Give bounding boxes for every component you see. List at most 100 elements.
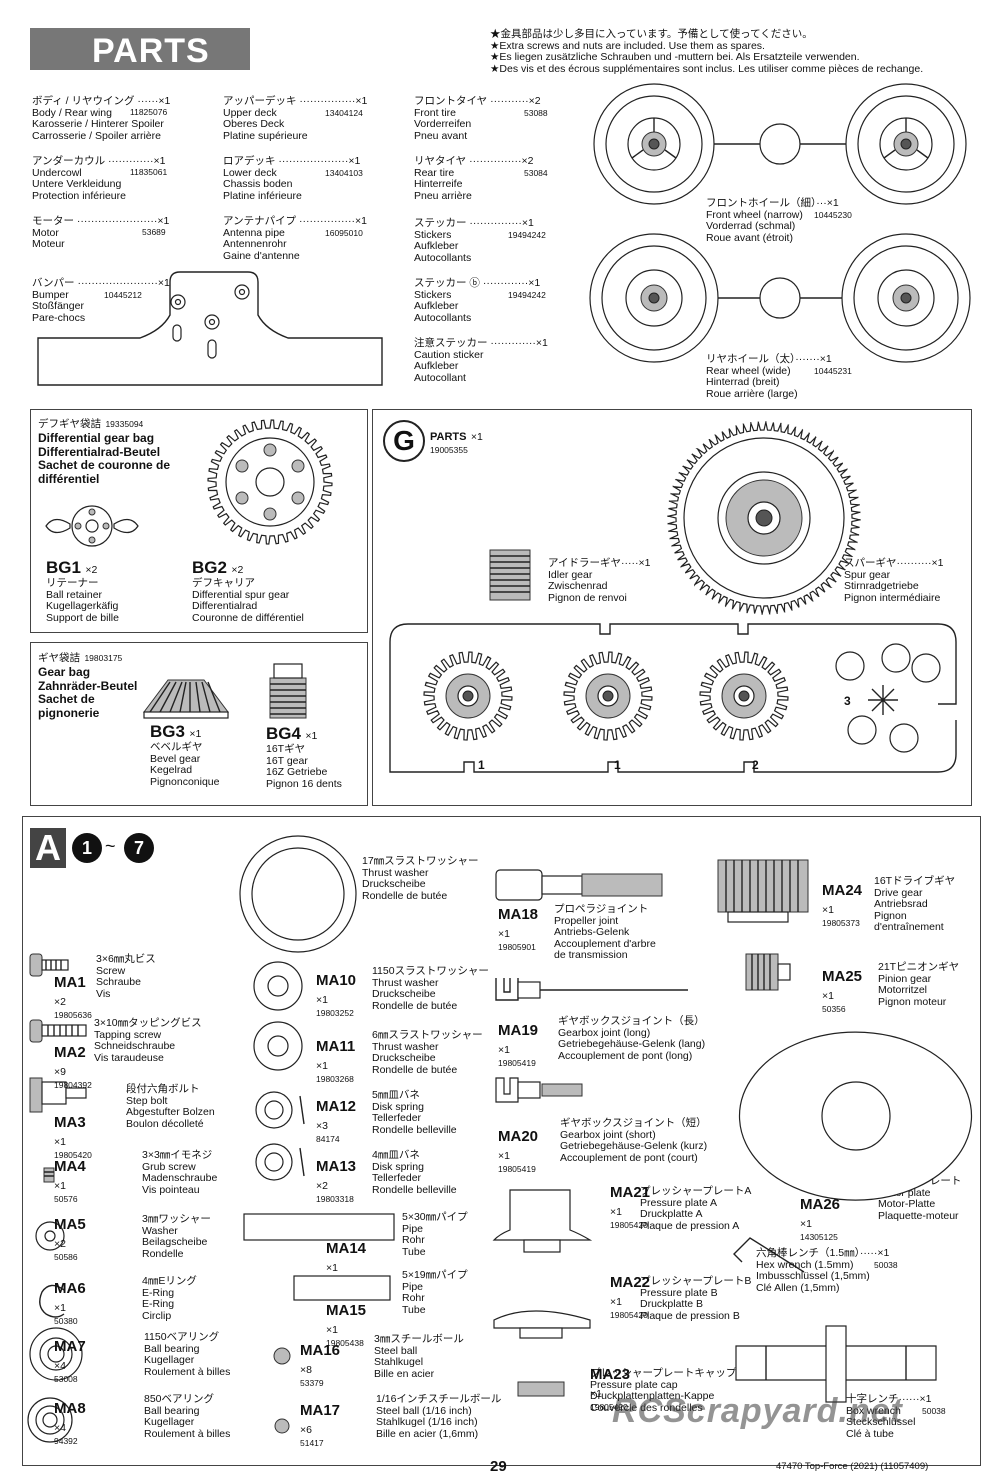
part-code: MA11 bbox=[316, 1038, 356, 1055]
part-code: MA21 bbox=[610, 1184, 651, 1201]
notes: ★金具部品は少し多目に入っています。予備として使ってください。 ★Extra s… bbox=[490, 28, 924, 75]
part-code: MA8 bbox=[54, 1400, 86, 1417]
part-code: MA7 bbox=[54, 1338, 86, 1355]
part-code: MA1 bbox=[54, 974, 86, 991]
ma21-23-plates-drawing bbox=[492, 1189, 593, 1397]
part-qty: ×1 bbox=[498, 1150, 510, 1162]
part-qty: ×2 bbox=[54, 1238, 66, 1250]
part-qty: ×1 bbox=[610, 1206, 622, 1218]
part-number: 50356 bbox=[822, 1004, 846, 1014]
part-qty: ×6 bbox=[300, 1424, 312, 1436]
ma25-pinion-drawing bbox=[745, 953, 791, 991]
note-fr: ★Des vis et des écrous supplémentaires s… bbox=[490, 62, 924, 75]
part-code: MA3 bbox=[54, 1114, 86, 1131]
idler-gear-drawing bbox=[489, 549, 531, 601]
part-code: MA19 bbox=[498, 1022, 539, 1039]
hex-wrench-drawing bbox=[733, 1237, 805, 1273]
part-code: MA13 bbox=[316, 1158, 357, 1175]
model-footer: 47470 Top-Force (2021) (11057409) bbox=[776, 1461, 929, 1472]
part-qty: ×2 bbox=[316, 1180, 328, 1192]
part-number: 19803318 bbox=[316, 1194, 354, 1204]
ma16-17-balls-drawing bbox=[273, 1347, 291, 1434]
sprue-num-1b: 1 bbox=[614, 758, 621, 772]
ma10-13-washers-drawing bbox=[253, 961, 305, 1181]
part-number: 51417 bbox=[300, 1438, 324, 1448]
part-number: 94392 bbox=[54, 1436, 78, 1446]
part-qty: ×1 bbox=[326, 1324, 338, 1336]
part-number: 19805419 bbox=[498, 1164, 536, 1174]
part-number: 19805373 bbox=[822, 918, 860, 928]
wheels-drawing bbox=[589, 83, 971, 363]
part-code: MA20 bbox=[498, 1128, 539, 1145]
section-a-letter: A bbox=[30, 828, 66, 868]
part-number: 53379 bbox=[300, 1378, 324, 1388]
page-number: 29 bbox=[490, 1458, 507, 1475]
part-qty: ×1 bbox=[54, 1180, 66, 1192]
note-de: ★Es liegen zusätzliche Schrauben und -mu… bbox=[490, 51, 860, 63]
part-number: 19805901 bbox=[498, 942, 536, 952]
part-qty: ×4 bbox=[54, 1360, 66, 1372]
part-qty: ×1 bbox=[316, 994, 328, 1006]
diff-gear-bag-box bbox=[30, 409, 368, 633]
part-number: 19805419 bbox=[498, 1058, 536, 1068]
part-desc: ギヤボックスジョイント（長）Gearbox joint (long)Getrie… bbox=[558, 1015, 706, 1062]
part-code: MA22 bbox=[610, 1274, 651, 1291]
part-qty: ×9 bbox=[54, 1066, 66, 1078]
box-wrench-drawing bbox=[735, 1325, 937, 1403]
part-code: MA14 bbox=[326, 1240, 367, 1257]
part-number: 50576 bbox=[54, 1194, 78, 1204]
part-code: MA6 bbox=[54, 1280, 86, 1297]
part-number: 19804392 bbox=[54, 1080, 92, 1090]
sprue-num-1a: 1 bbox=[478, 758, 485, 772]
part-number: 19805420 bbox=[590, 1402, 628, 1412]
g-parts-sprue-drawing bbox=[389, 623, 957, 773]
part-code: MA4 bbox=[54, 1158, 86, 1175]
step-range-tilde: ~ bbox=[105, 836, 116, 856]
part-qty: ×1 bbox=[590, 1388, 602, 1400]
part-code: MA15 bbox=[326, 1302, 367, 1319]
part-code: MA17 bbox=[300, 1402, 341, 1419]
part-number: 53008 bbox=[54, 1374, 78, 1384]
16t-gear-drawing bbox=[269, 663, 307, 719]
part-code: MA23 bbox=[590, 1366, 631, 1383]
part-code: MA5 bbox=[54, 1216, 86, 1233]
part-qty: ×1 bbox=[822, 990, 834, 1002]
bevel-gear-drawing bbox=[143, 679, 229, 719]
ma14-15-pipes-drawing bbox=[243, 1213, 395, 1301]
ma24-drive-gear-drawing bbox=[717, 859, 809, 923]
section-a-box bbox=[22, 816, 981, 1466]
step-7-badge: 7 bbox=[124, 833, 154, 863]
